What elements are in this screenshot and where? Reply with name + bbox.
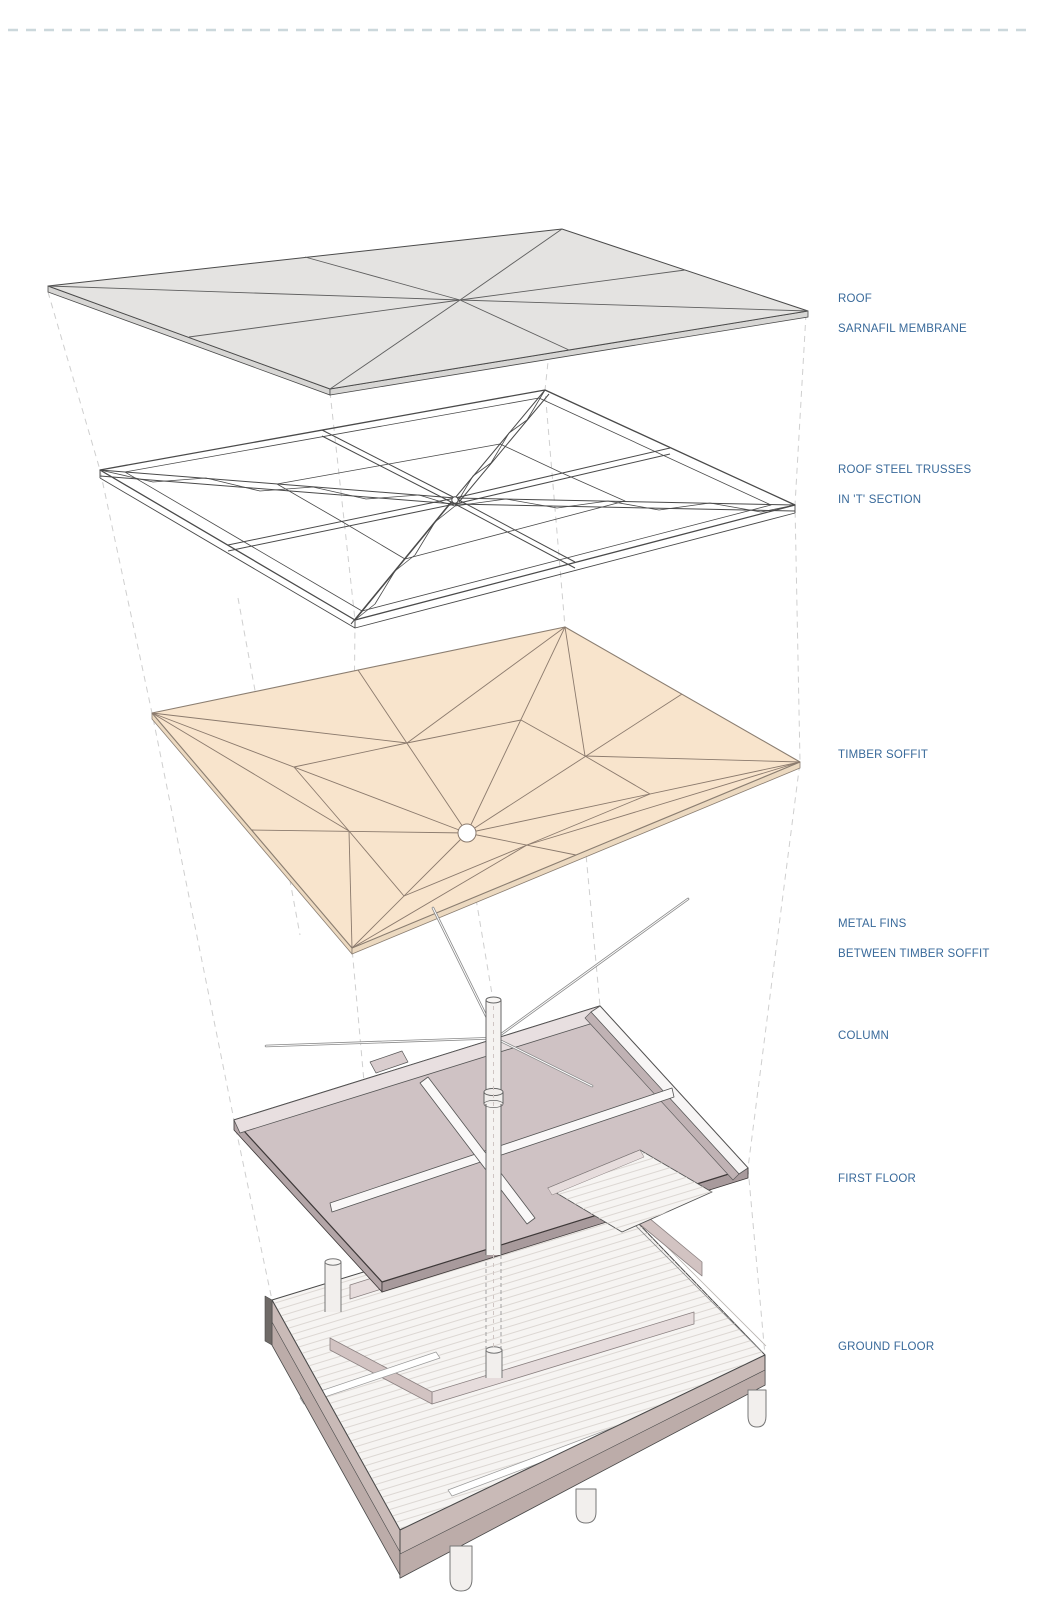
label-roof-line2: SARNAFIL MEMBRANE: [838, 323, 967, 335]
label-roof: ROOF SARNAFIL MEMBRANE: [838, 277, 1028, 352]
label-soffit-line1: TIMBER SOFFIT: [838, 749, 929, 761]
column-footing: [485, 1346, 503, 1378]
label-column: COLUMN: [838, 1014, 1028, 1059]
label-fins-line1: METAL FINS: [838, 918, 907, 930]
first-floor-opening: [547, 1149, 713, 1233]
stub-column: [324, 1258, 342, 1312]
foundation-legs: [449, 1389, 767, 1592]
roof-membrane-layer: [47, 228, 809, 396]
label-ground-floor: GROUND FLOOR: [838, 1325, 1028, 1370]
label-ground-floor-line1: GROUND FLOOR: [838, 1341, 935, 1353]
label-metal-fins: METAL FINS BETWEEN TIMBER SOFFIT: [838, 902, 1028, 977]
first-floor-layer: [233, 1005, 749, 1293]
label-trusses-line1: ROOF STEEL TRUSSES: [838, 464, 972, 476]
timber-soffit-layer: [151, 626, 801, 955]
metal-fins-layer: [264, 897, 690, 1088]
label-column-line1: COLUMN: [838, 1030, 890, 1042]
label-roof-line1: ROOF: [838, 293, 873, 305]
ground-floor-layer: [264, 1195, 767, 1592]
column-layer: [483, 996, 504, 1350]
label-first-floor: FIRST FLOOR: [838, 1157, 1028, 1202]
label-roof-trusses: ROOF STEEL TRUSSES IN 'T' SECTION: [838, 448, 1028, 523]
label-first-floor-line1: FIRST FLOOR: [838, 1173, 917, 1185]
label-timber-soffit: TIMBER SOFFIT: [838, 733, 1028, 778]
roof-steel-trusses-layer: [99, 389, 796, 629]
label-fins-line2: BETWEEN TIMBER SOFFIT: [838, 948, 990, 960]
soffit-column-hole: [457, 823, 477, 843]
label-trusses-line2: IN 'T' SECTION: [838, 494, 922, 506]
